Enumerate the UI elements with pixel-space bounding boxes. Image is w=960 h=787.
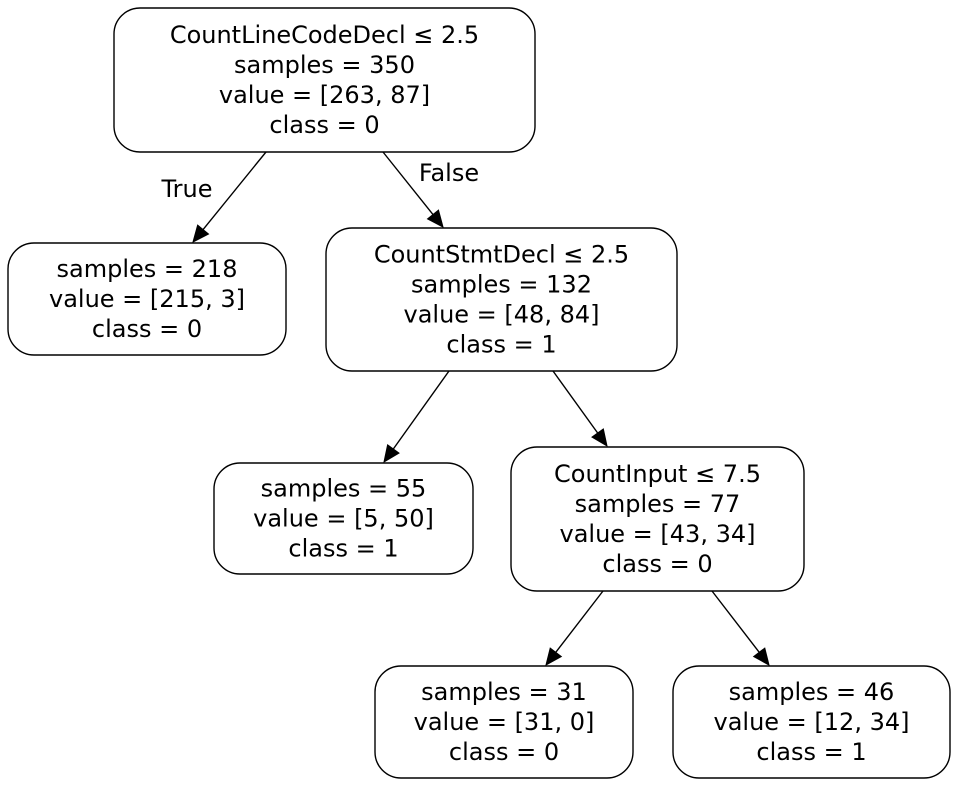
edge-label-true: True [161, 175, 213, 203]
edge-label-false: False [419, 159, 479, 187]
node-box [213, 462, 474, 575]
node-box [113, 7, 536, 153]
node-class: class = 0 [449, 738, 559, 766]
edge-line [555, 590, 604, 653]
node-class: class = 0 [269, 111, 379, 139]
node-samples: samples = 77 [575, 490, 741, 518]
node-value: value = [5, 50] [253, 505, 434, 533]
node-box [374, 665, 634, 779]
node-value: value = [215, 3] [49, 285, 245, 313]
node-samples: samples = 350 [234, 51, 415, 79]
node-box [325, 227, 678, 372]
node-value: value = [48, 84] [404, 301, 600, 329]
edge-n0-n2: False [382, 151, 479, 228]
edge-line [382, 151, 434, 215]
node-box [7, 242, 287, 356]
arrowhead-icon [192, 224, 210, 243]
node-box [672, 665, 951, 779]
edge-line [552, 370, 599, 434]
node-condition: CountLineCodeDecl ≤ 2.5 [170, 21, 479, 49]
edge-n4-n5 [545, 590, 604, 666]
edge-n4-n6 [711, 590, 770, 666]
edge-line [202, 151, 267, 231]
node-value: value = [43, 34] [560, 520, 756, 548]
arrowhead-icon [383, 444, 400, 464]
node-class: class = 1 [756, 738, 866, 766]
arrowhead-icon [752, 647, 770, 666]
node-class: class = 1 [446, 331, 556, 359]
node-condition: CountInput ≤ 7.5 [554, 460, 761, 488]
arrowhead-icon [545, 647, 563, 666]
node-samples: samples = 218 [57, 255, 238, 283]
node-value: value = [12, 34] [714, 708, 910, 736]
edge-n2-n3 [383, 370, 450, 464]
node-box [510, 446, 805, 592]
arrowhead-icon [591, 428, 608, 448]
arrowhead-icon [426, 209, 444, 228]
node-class: class = 0 [92, 315, 202, 343]
node-samples: samples = 31 [421, 678, 587, 706]
node-samples: samples = 55 [261, 475, 427, 503]
node-value: value = [263, 87] [219, 81, 430, 109]
node-class: class = 0 [602, 550, 712, 578]
edge-n0-n1: True [161, 151, 267, 243]
node-samples: samples = 132 [411, 271, 592, 299]
node-condition: CountStmtDecl ≤ 2.5 [374, 241, 629, 269]
node-samples: samples = 46 [729, 678, 895, 706]
edge-line [711, 590, 760, 653]
node-class: class = 1 [288, 535, 398, 563]
node-value: value = [31, 0] [414, 708, 595, 736]
edges-layer: True False [161, 151, 770, 666]
edge-line [392, 370, 450, 450]
edge-n2-n4 [552, 370, 608, 448]
